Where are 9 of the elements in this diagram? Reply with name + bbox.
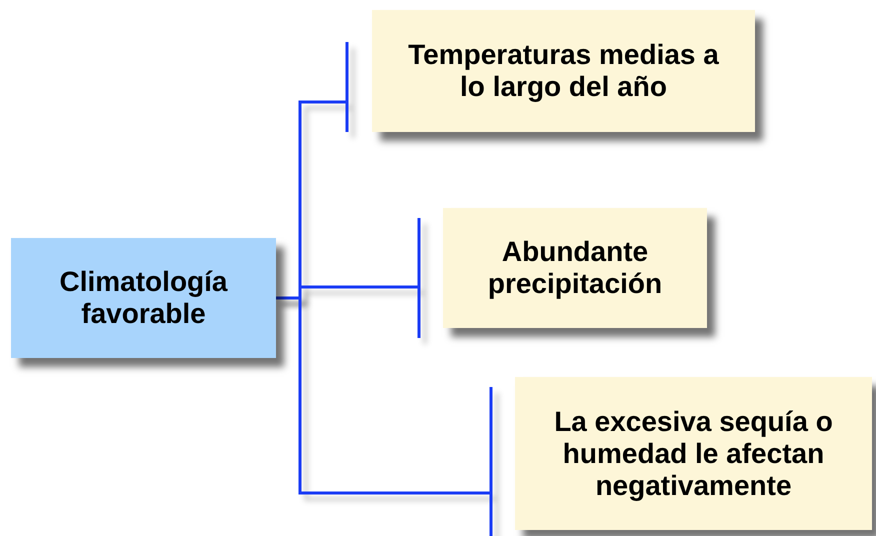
trunk-line <box>298 80 302 536</box>
item-box <box>515 377 872 530</box>
box-text: Climatología favorable <box>58 266 229 330</box>
item-box <box>443 208 707 328</box>
box-text: La excesiva sequía o humedad le afectan negativamente <box>553 406 834 502</box>
box-text: Abundante precipitación <box>486 236 664 300</box>
topic-box <box>11 238 276 358</box>
item-box <box>372 10 755 132</box>
box-text: Temperaturas medias a lo largo del año <box>407 39 720 103</box>
